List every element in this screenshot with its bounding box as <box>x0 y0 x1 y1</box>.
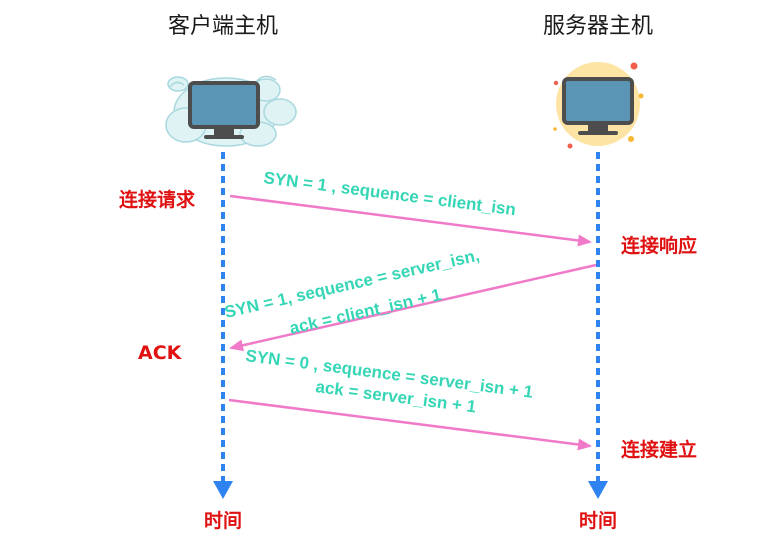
client-timeline <box>213 152 233 499</box>
syn-ack-arrow <box>229 263 597 352</box>
syn-message: SYN = 1 , sequence = client_isn <box>262 168 517 219</box>
client-time-label: 时间 <box>204 510 242 532</box>
connection-response-label: 连接响应 <box>621 234 697 257</box>
imac-sun-icon <box>553 62 644 149</box>
connection-request-label: 连接请求 <box>119 188 196 211</box>
syn-arrow <box>229 194 592 247</box>
ack-label: ACK <box>138 342 183 364</box>
server-time-label: 时间 <box>579 510 617 532</box>
client-host-title: 客户端主机 <box>168 14 278 39</box>
server-timeline <box>588 152 608 499</box>
ack-arrow <box>228 398 592 451</box>
server-host-title: 服务器主机 <box>543 14 653 39</box>
connection-established-label: 连接建立 <box>621 438 697 461</box>
imac-cloud-icon <box>165 75 297 147</box>
